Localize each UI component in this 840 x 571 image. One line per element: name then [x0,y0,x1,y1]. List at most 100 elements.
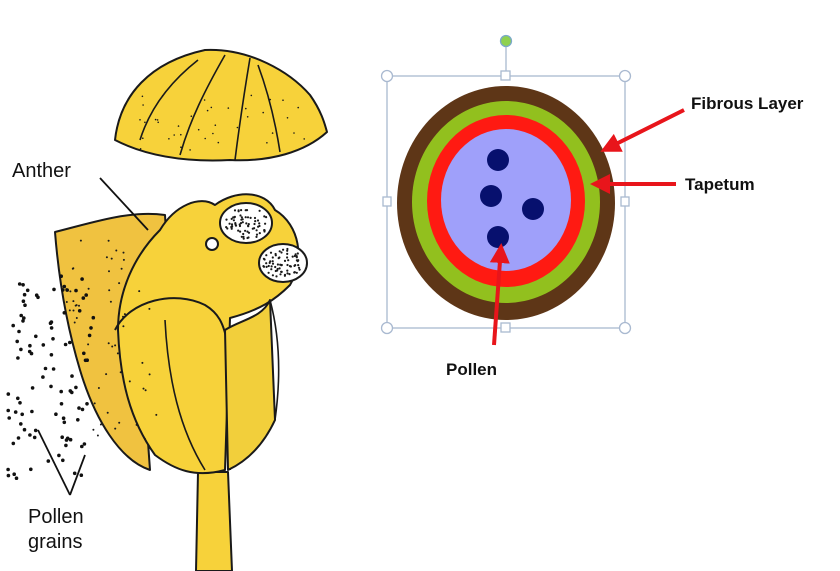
stipple-dot [296,272,298,274]
stipple-dot [271,265,273,267]
pollen-grain [23,293,27,297]
stipple-dot [108,342,110,344]
stipple-dot [290,265,292,267]
stipple-dot [111,346,113,348]
stipple-dot [94,402,96,404]
pollen-grain [12,442,16,446]
stipple-dot [263,258,265,260]
pollen-grain [69,389,73,393]
stipple-dot [118,282,120,284]
pollen-grain [28,344,32,348]
stipple-dot [72,268,74,270]
stipple-dot [233,219,235,221]
pollen-grain [28,433,32,437]
resize-handle-tl[interactable] [382,71,393,82]
stipple-dot [250,217,252,219]
stipple-dot [88,288,90,290]
pollen-grain [78,309,82,313]
stipple-dot [297,107,299,109]
stipple-dot [245,216,247,218]
pollen-grain [21,319,25,323]
stipple-dot [259,232,261,234]
pollen-grain [80,473,84,477]
stipple-dot [247,216,249,218]
pollen-grain [30,410,34,414]
pollen-grain [35,293,39,297]
label-pollen: Pollen [446,360,497,379]
resize-handle-bl[interactable] [382,323,393,334]
stipple-dot [246,231,248,233]
stipple-dot [269,99,271,101]
stipple-dot [284,274,286,276]
stipple-dot [262,265,264,267]
rotate-handle[interactable] [501,36,512,47]
pollen-grain [41,375,45,379]
stipple-dot [298,267,300,269]
stipple-dot [110,301,112,303]
stipple-dot [129,380,131,382]
stipple-dot [244,230,246,232]
stipple-dot [284,260,286,262]
pollen-grain [42,343,46,347]
resize-handle-tr[interactable] [620,71,631,82]
stipple-dot [234,223,236,225]
stipple-dot [122,325,124,327]
stipple-dot [297,264,299,266]
stipple-dot [245,108,247,110]
resize-handle-left[interactable] [383,197,391,206]
stipple-dot [237,127,239,129]
pollen-grain [82,296,86,300]
pollen-grain [47,459,51,463]
stipple-dot [139,119,141,121]
stipple-dot [114,344,116,346]
stipple-dot [275,254,277,256]
stipple-dot [228,107,230,109]
stipple-dot [225,226,227,228]
stipple-dot [255,236,257,238]
pollen-grain [50,320,54,324]
stipple-dot [272,132,274,134]
pollen-grain [65,288,69,292]
stipple-dot [252,228,254,230]
pollen-grain [44,367,48,371]
pollen-grain [85,358,89,362]
stipple-dot [258,222,260,224]
pollen-grain [33,436,37,440]
stipple-dot [265,262,267,264]
stipple-dot [268,98,270,100]
stipple-dot [157,119,159,121]
pollen-grain [19,422,23,426]
stipple-dot [282,249,284,251]
stipple-dot [294,255,296,257]
stipple-dot [265,254,267,256]
resize-handle-right[interactable] [621,197,629,206]
pollen-grain [11,324,15,328]
stipple-dot [266,142,268,144]
pollen-grain [6,468,10,472]
stipple-dot [288,273,290,275]
resize-handle-bottom[interactable] [501,323,510,332]
pollen-grain [77,406,81,410]
stipple-dot [286,264,288,266]
pollen-grain [62,416,66,420]
resize-handle-top[interactable] [501,71,510,80]
stipple-dot [155,119,157,121]
stipple-dot [148,308,150,310]
stipple-dot [105,373,107,375]
stalk [196,472,232,571]
stipple-dot [215,124,217,126]
resize-handle-br[interactable] [620,323,631,334]
stipple-dot [266,266,268,268]
stipple-dot [140,148,142,150]
pollen-grain [66,437,70,441]
stipple-dot [97,435,99,437]
pollen-grain [7,416,11,420]
stipple-dot [239,214,241,216]
anther-cap [115,50,327,161]
stipple-dot [268,272,270,274]
stipple-dot [232,216,234,218]
stipple-dot [198,129,200,131]
label-pollen-grains-line2: grains [28,531,82,553]
pollen-grain [18,282,22,286]
